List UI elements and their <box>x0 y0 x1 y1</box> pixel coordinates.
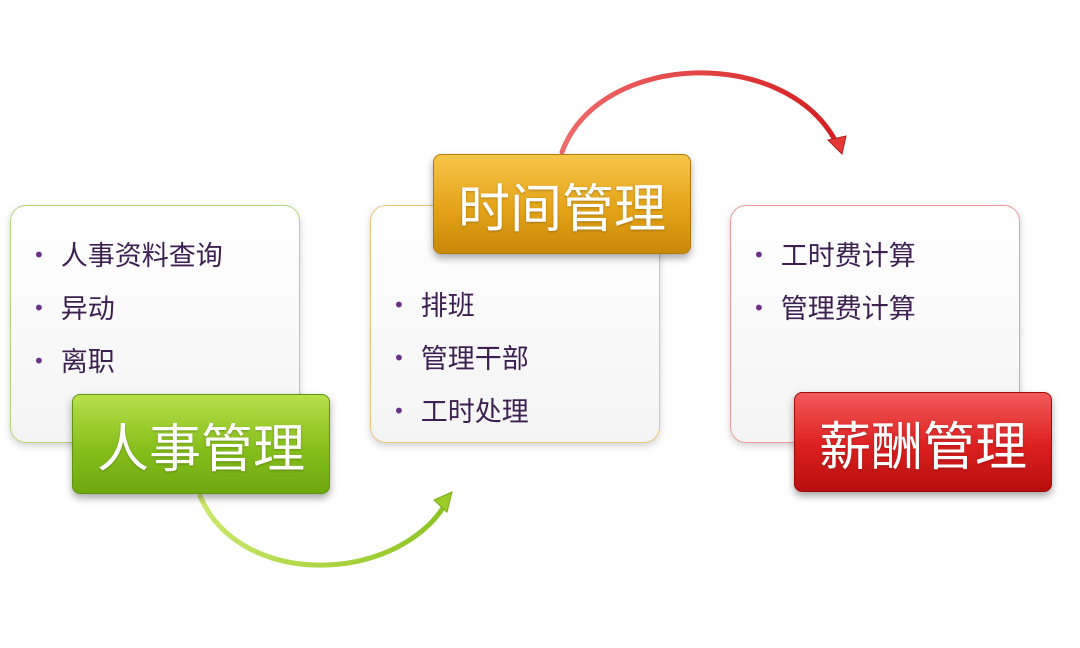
hr-management-title: 人事管理 <box>72 394 330 494</box>
time-management-title: 时间管理 <box>433 154 691 254</box>
list-item: 异动 <box>33 284 223 337</box>
curved-arrow-icon <box>197 491 453 568</box>
curved-arrow-icon <box>559 70 847 155</box>
payroll-management-title: 薪酬管理 <box>794 392 1052 492</box>
list-item: 工时处理 <box>393 387 529 440</box>
list-item: 排班 <box>393 281 529 334</box>
list-item: 管理费计算 <box>753 284 916 337</box>
time-items-list: 排班 管理干部 工时处理 <box>393 281 529 440</box>
list-item: 人事资料查询 <box>33 231 223 284</box>
list-item: 离职 <box>33 337 223 390</box>
list-item: 管理干部 <box>393 334 529 387</box>
hr-items-list: 人事资料查询 异动 离职 <box>33 231 223 390</box>
pay-items-list: 工时费计算 管理费计算 <box>753 231 916 337</box>
list-item: 工时费计算 <box>753 231 916 284</box>
